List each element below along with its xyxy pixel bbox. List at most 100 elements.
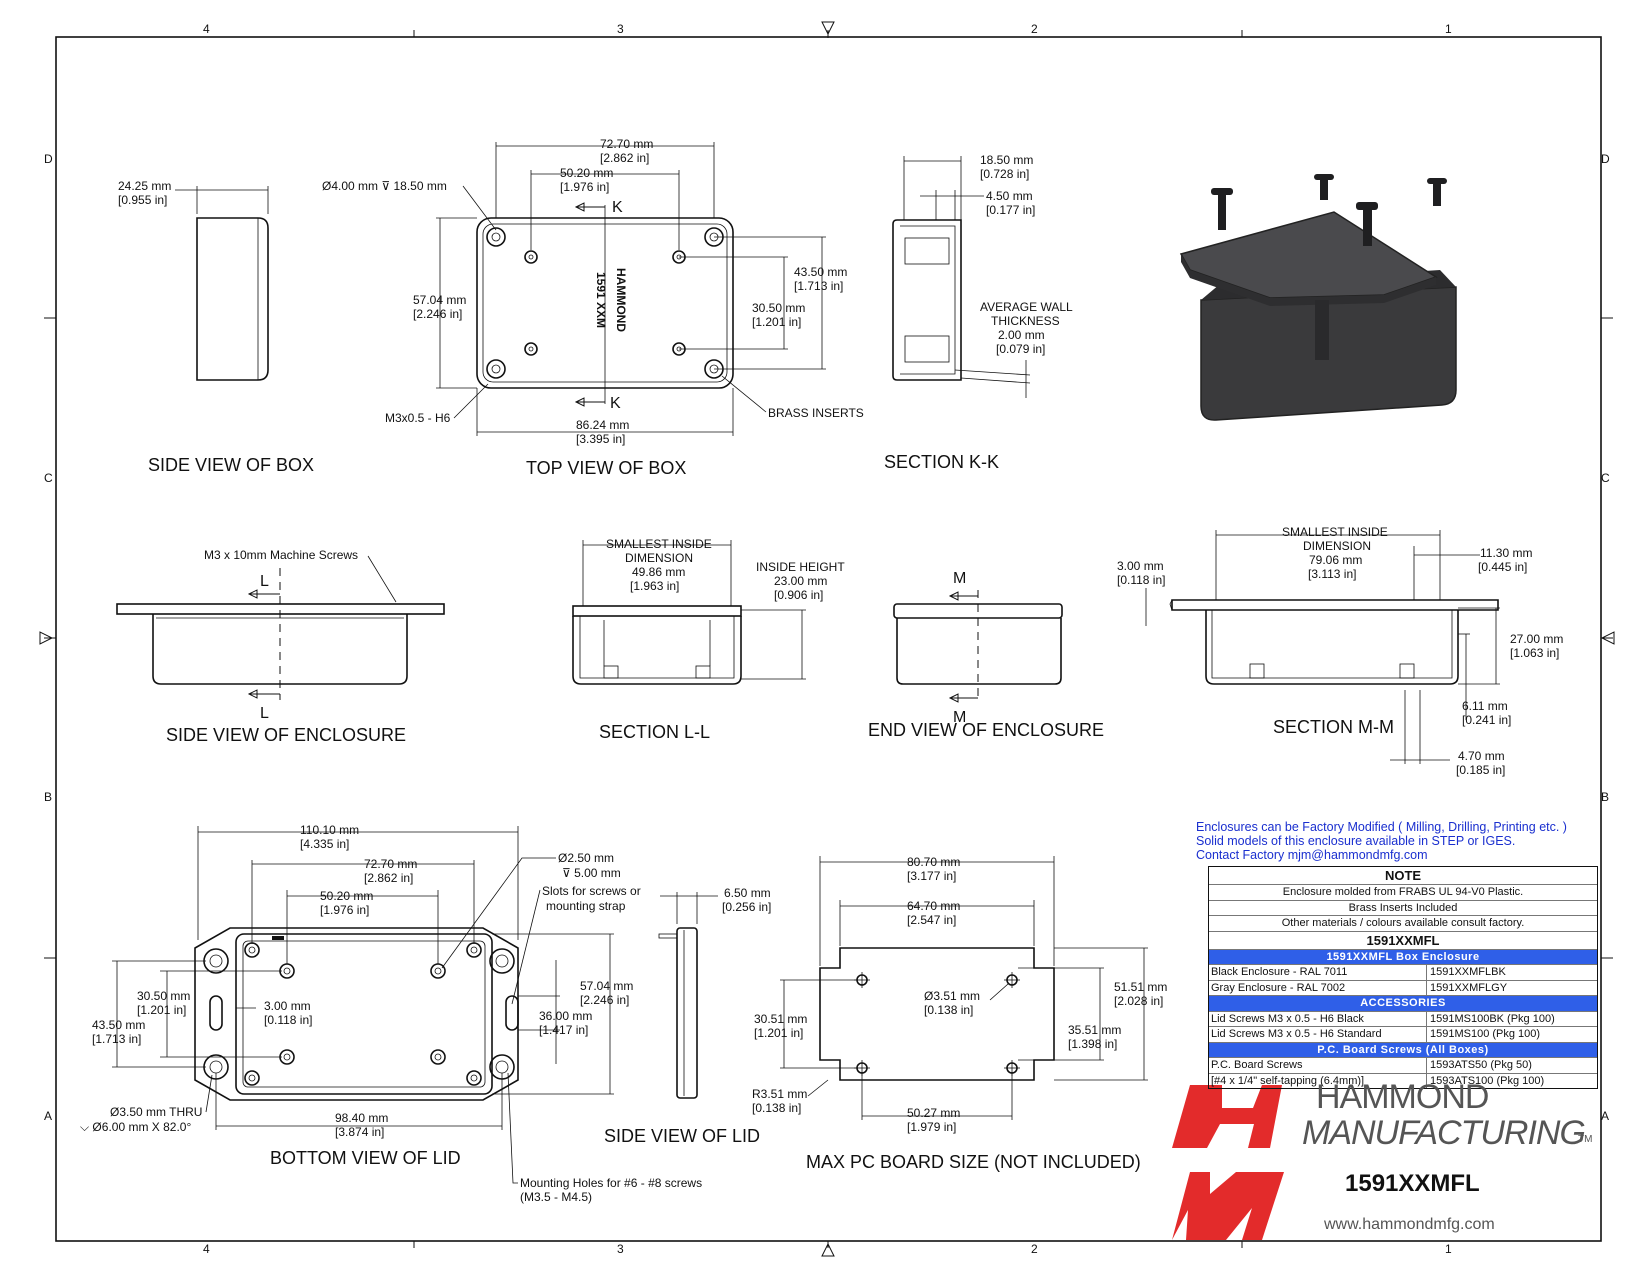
spec-table: NOTE Enclosure molded from FRABS UL 94-V… xyxy=(1208,866,1598,1089)
lid-hole-a: Ø2.50 mm xyxy=(558,851,614,865)
lid-c-in: [1.201 in] xyxy=(137,1003,186,1017)
section-kk: 18.50 mm [0.728 in] 4.50 mm [0.177 in] A… xyxy=(884,153,1073,472)
top-box-hole-callout: Ø4.00 mm ⊽ 18.50 mm xyxy=(322,179,447,193)
lid-h-mm: 98.40 mm xyxy=(335,1111,388,1125)
row-part: 1591XXMFLBK xyxy=(1430,966,1506,978)
pcb-d-in: [1.201 in] xyxy=(754,1026,803,1040)
zone-left-a: A xyxy=(44,1109,52,1123)
mm-smallest-mm: 79.06 mm xyxy=(1309,553,1362,567)
lid-a-in: [2.862 in] xyxy=(364,871,413,885)
pcb-c-mm: 51.51 mm xyxy=(1114,980,1167,994)
zone-bottom-1: 1 xyxy=(1445,1242,1452,1256)
website-link[interactable]: www.hammondmfg.com xyxy=(1324,1216,1495,1233)
mm-smallest-in: [3.113 in] xyxy=(1308,567,1356,581)
bottom-view-lid-title: BOTTOM VIEW OF LID xyxy=(270,1148,461,1168)
top-box-inner-in: [1.976 in] xyxy=(560,180,609,194)
zone-right-d: D xyxy=(1601,152,1610,166)
pcb-hole-icon xyxy=(854,972,1020,1076)
row-part: 1591MS100BK (Pkg 100) xyxy=(1430,1012,1555,1025)
pcb-e-mm: 35.51 mm xyxy=(1068,1023,1121,1037)
section-l-bottom: L xyxy=(260,705,269,722)
end-view-enclosure: M M END VIEW OF ENCLOSURE xyxy=(868,570,1104,740)
pcb-a-in: [3.177 in] xyxy=(907,869,956,883)
trademark-mark: TM xyxy=(1578,1134,1593,1145)
screw-hole-icon xyxy=(244,942,482,1086)
zone-left-b: B xyxy=(44,790,52,804)
row-desc: Black Enclosure - RAL 7011 xyxy=(1209,965,1427,980)
end-view-enclosure-title: END VIEW OF ENCLOSURE xyxy=(868,720,1104,740)
ll-smallest-2: DIMENSION xyxy=(625,551,693,565)
mm-dim-a-mm: 3.00 mm xyxy=(1117,559,1164,573)
zone-bottom-4: 4 xyxy=(203,1242,210,1256)
note-line-3: Contact Factory mjm@hammondmfg.com xyxy=(1196,848,1428,862)
ll-smallest-mm: 49.86 mm xyxy=(632,565,685,579)
ll-smallest-in: [1.963 in] xyxy=(630,579,679,593)
zone-bottom-3: 3 xyxy=(617,1242,624,1256)
lid-b-mm: 50.20 mm xyxy=(320,889,373,903)
drawing-frame xyxy=(39,21,1615,1257)
lid-hole-b: ⊽ 5.00 mm xyxy=(562,866,621,880)
table-row: P.C. Board Screws 1593ATS50 (Pkg 50) xyxy=(1209,1057,1597,1073)
side-view-enclosure: L L M3 x 10mm Machine Screws SIDE VIEW O… xyxy=(116,548,445,745)
ll-smallest-1: SMALLEST INSIDE xyxy=(606,537,712,551)
pcb-hole-mm: Ø3.51 mm xyxy=(924,989,980,1003)
side-view-lid-title: SIDE VIEW OF LID xyxy=(604,1126,760,1146)
lid-a-mm: 72.70 mm xyxy=(364,857,417,871)
side-view-lid: 6.50 mm [0.256 in] SIDE VIEW OF LID xyxy=(604,886,771,1146)
pcb-a-mm: 80.70 mm xyxy=(907,855,960,869)
pcb-outline: 80.70 mm [3.177 in] 64.70 mm [2.547 in] … xyxy=(752,855,1167,1172)
mm-dim-e-in: [0.185 in] xyxy=(1456,763,1505,777)
note-line-1: Enclosures can be Factory Modified ( Mil… xyxy=(1196,820,1567,834)
part-number: 1591XXMFL xyxy=(1345,1170,1480,1197)
mounting-hole-icon xyxy=(203,948,515,1080)
enclosure-screws-label: M3 x 10mm Machine Screws xyxy=(204,548,358,562)
lid-slots-2: mounting strap xyxy=(546,899,626,913)
top-box-hole-v-mm: 43.50 mm xyxy=(794,265,847,279)
bottom-view-lid: 110.10 mm [4.335 in] 72.70 mm [2.862 in]… xyxy=(80,823,702,1204)
hammond-logo xyxy=(1172,1085,1284,1240)
lid-f-mm: 36.00 mm xyxy=(539,1009,592,1023)
mm-dim-d-mm: 6.11 mm xyxy=(1462,699,1508,713)
row-desc: P.C. Board Screws xyxy=(1209,1058,1427,1073)
zone-top-3: 3 xyxy=(617,22,624,36)
side-lid-mm: 6.50 mm xyxy=(724,886,771,900)
section-box-header: 1591XXMFL Box Enclosure xyxy=(1209,948,1597,964)
pcb-d-mm: 30.51 mm xyxy=(754,1012,807,1026)
mm-dim-c-in: [1.063 in] xyxy=(1510,646,1559,660)
top-box-overall-mm: 72.70 mm xyxy=(600,137,653,151)
top-box-inner-mm: 50.20 mm xyxy=(560,166,613,180)
lid-c-mm: 30.50 mm xyxy=(137,989,190,1003)
kk-dim-b-mm: 4.50 mm xyxy=(986,189,1033,203)
zone-right-b: B xyxy=(1601,790,1609,804)
lid-g-mm: 57.04 mm xyxy=(580,979,633,993)
kk-dim-a-in: [0.728 in] xyxy=(980,167,1029,181)
ll-height-in: [0.906 in] xyxy=(774,588,823,602)
pcb-f-in: [1.979 in] xyxy=(907,1120,956,1134)
pcb-radius-in: [0.138 in] xyxy=(752,1101,801,1115)
lid-d-in: [1.713 in] xyxy=(92,1032,141,1046)
mm-dim-e-mm: 4.70 mm xyxy=(1458,749,1505,763)
lid-b-in: [1.976 in] xyxy=(320,903,369,917)
note-row-3: Other materials / colours available cons… xyxy=(1209,915,1597,931)
pcb-b-mm: 64.70 mm xyxy=(907,899,960,913)
section-ll-title: SECTION L-L xyxy=(599,722,710,742)
mm-dim-c-mm: 27.00 mm xyxy=(1510,632,1563,646)
top-box-inserts: BRASS INSERTS xyxy=(768,406,864,420)
top-view-box: HAMMOND 1591 XXM K K 72.70 mm [2.862 in]… xyxy=(322,137,864,478)
note-line-2: Solid models of this enclosure available… xyxy=(1196,834,1516,848)
mm-dim-b-in: [0.445 in] xyxy=(1478,560,1527,574)
section-ll: SMALLEST INSIDE DIMENSION 49.86 mm [1.96… xyxy=(572,537,845,742)
lid-overall-in: [4.335 in] xyxy=(300,837,349,851)
brand-name-line-2: MANUFACTURING xyxy=(1302,1114,1586,1152)
table-row: Lid Screws M3 x 0.5 - H6 Standard 1591MS… xyxy=(1209,1026,1597,1042)
pcb-radius-mm: R3.51 mm xyxy=(752,1087,807,1101)
kk-dim-a-mm: 18.50 mm xyxy=(980,153,1033,167)
row-part: 1591MS100 (Pkg 100) xyxy=(1430,1028,1541,1040)
pcb-hole-in: [0.138 in] xyxy=(924,1003,973,1017)
top-box-length-in: [3.395 in] xyxy=(576,432,625,446)
mm-smallest-1: SMALLEST INSIDE xyxy=(1282,525,1388,539)
kk-wall-1: AVERAGE WALL xyxy=(980,300,1073,314)
kk-wall-2: THICKNESS xyxy=(991,314,1060,328)
top-box-thread: M3x0.5 - H6 xyxy=(385,411,451,425)
zone-top-2: 2 xyxy=(1031,22,1038,36)
